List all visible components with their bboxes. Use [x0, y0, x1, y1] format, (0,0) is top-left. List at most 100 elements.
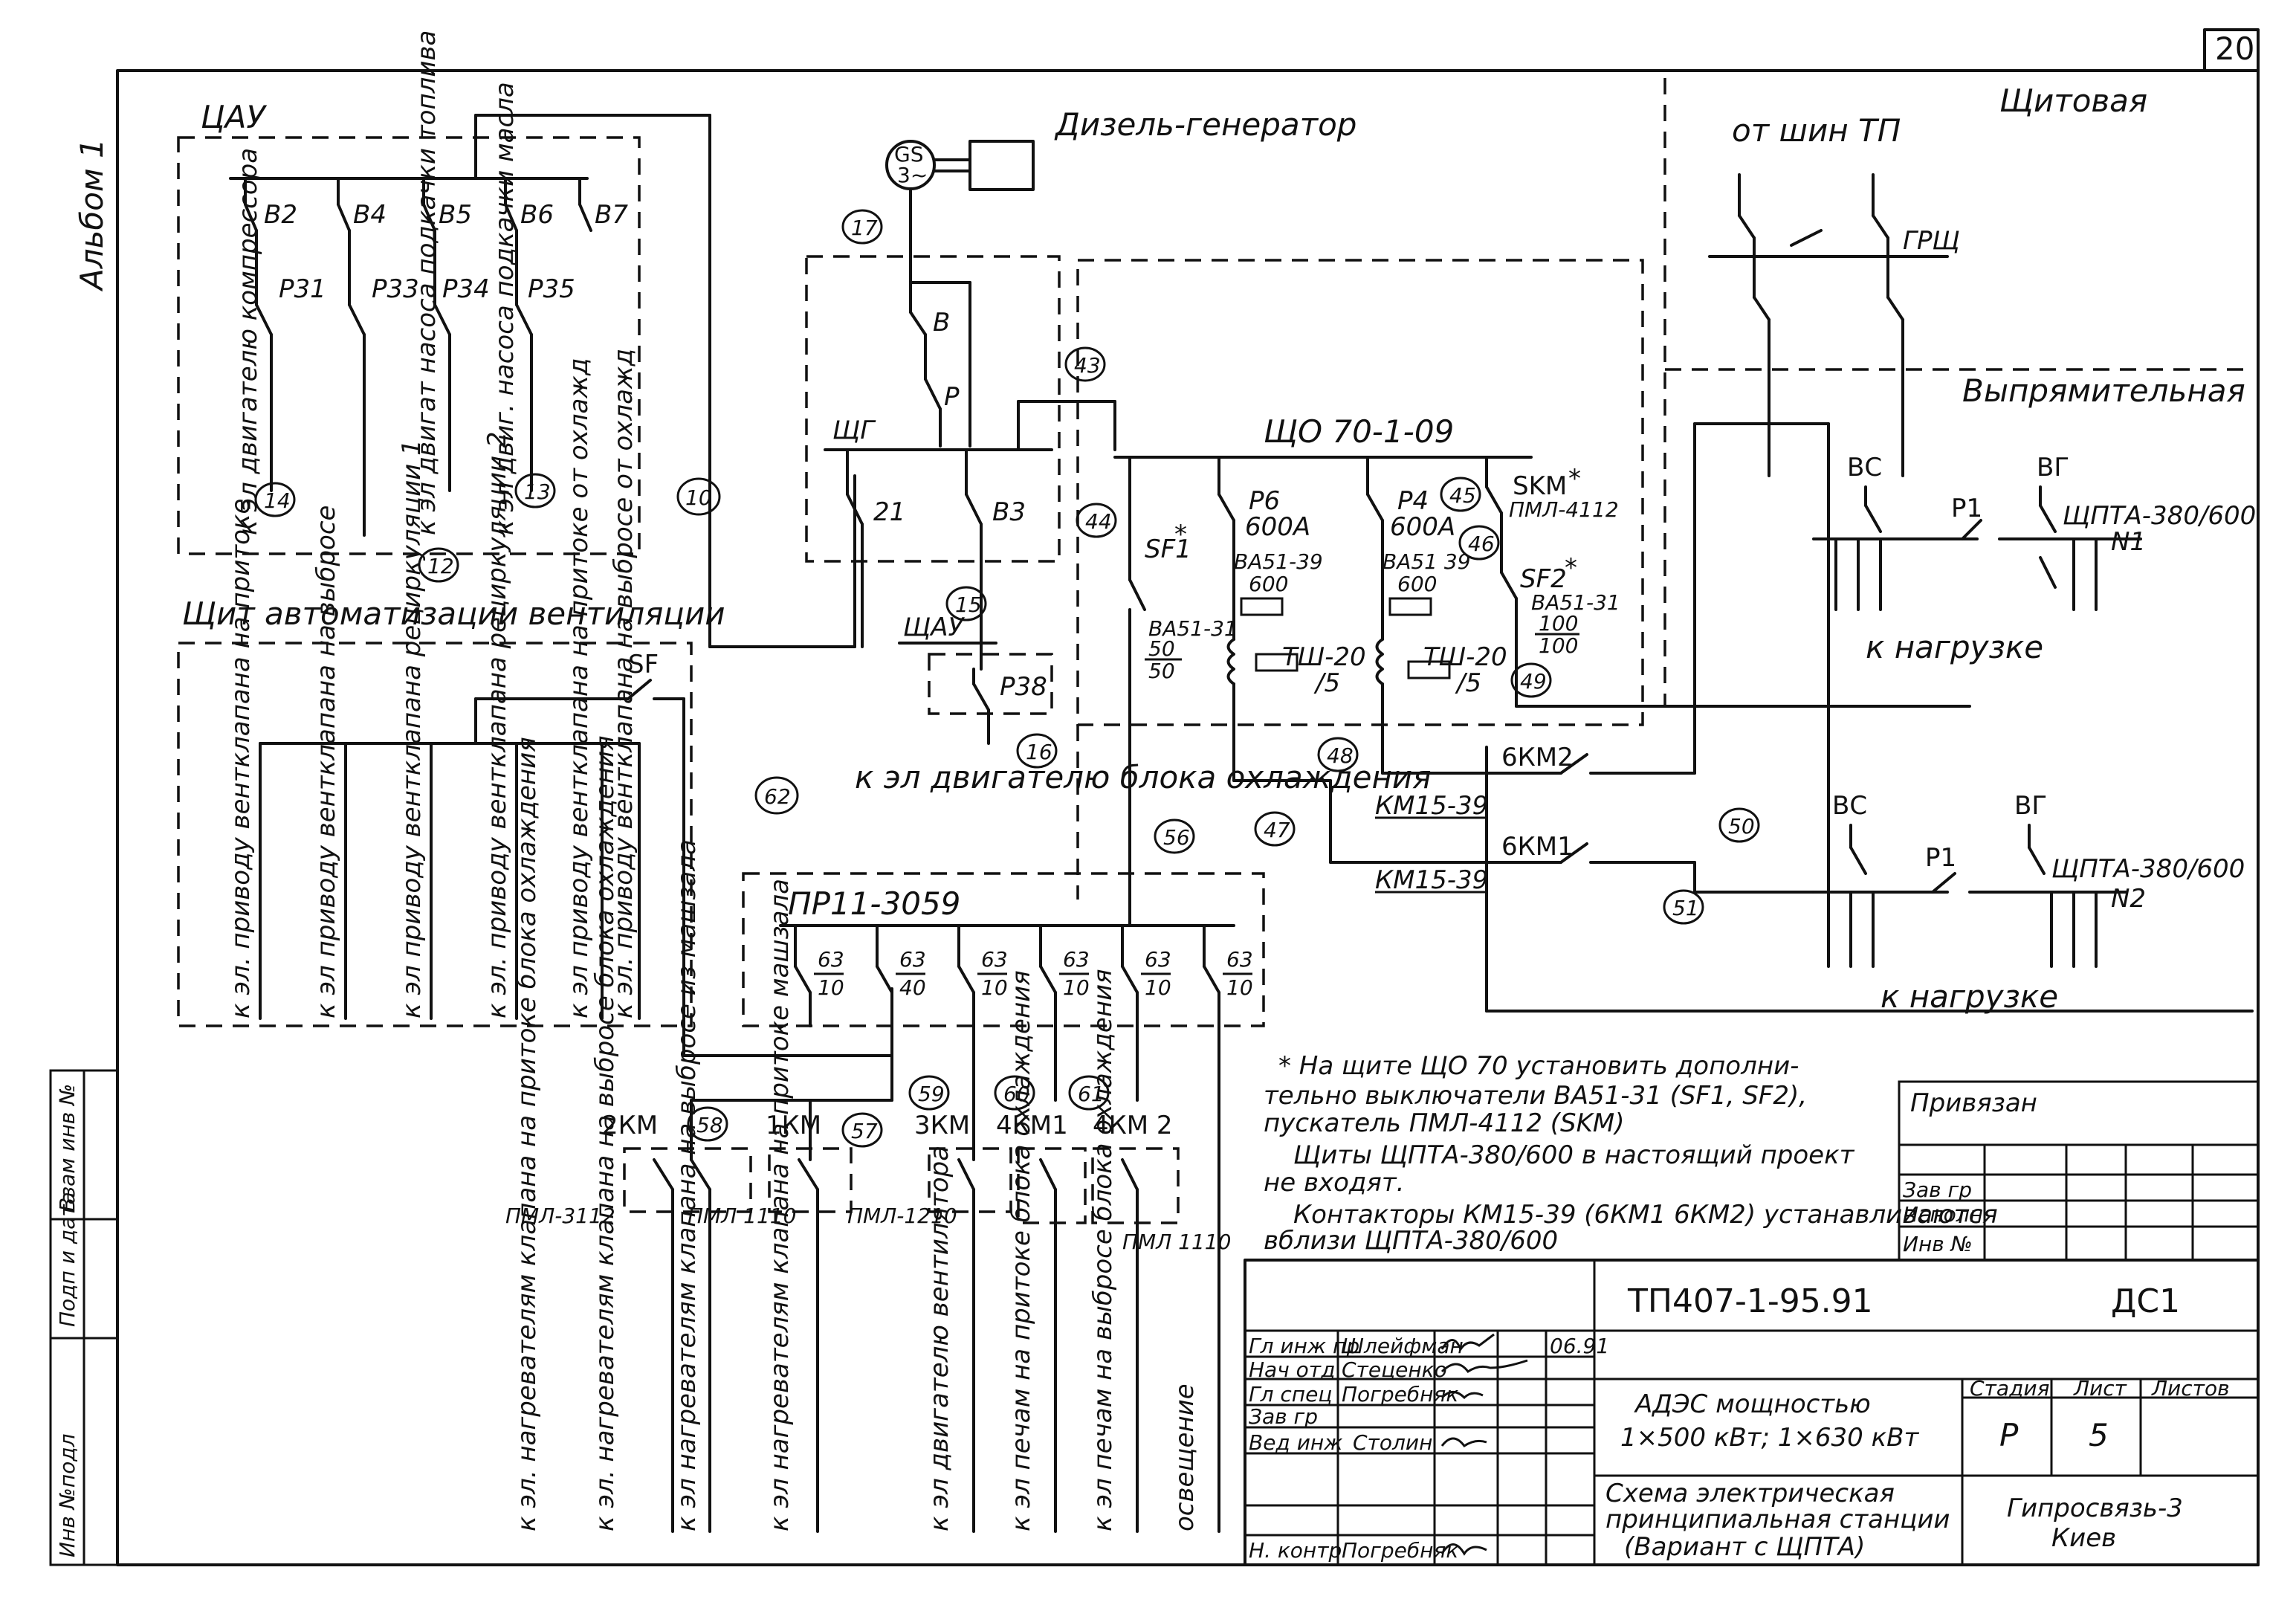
sf1-den: 50: [1148, 659, 1175, 683]
starter-4km1: 4КМ1: [996, 1111, 1087, 1533]
contactor-p31: Р31: [279, 274, 326, 304]
bubble-60: 60: [1003, 1082, 1030, 1106]
tsau-panel: В2 В4 В5 В6 В7 Р31 Р33 Р34 Р35 к эл двиг…: [177, 30, 856, 648]
generator-symbol: 3~: [897, 163, 928, 187]
notes: * На щите ЩО 70 установить дополни- тель…: [1264, 1051, 1998, 1256]
generator-block: GS 3~: [885, 140, 1035, 448]
bubble-59: 59: [918, 1082, 945, 1106]
note-line-2: тельно выключатели ВА51-31 (SF1, SF2),: [1264, 1081, 1807, 1111]
bubble-50: 50: [1728, 814, 1755, 839]
bubble-10: 10: [685, 485, 712, 510]
sf2-label: SF2: [1520, 564, 1567, 594]
sf1-star: *: [1174, 520, 1187, 549]
dist-b1-num: 63: [818, 947, 844, 972]
contactor-p34: Р34: [442, 274, 490, 304]
rect1-bs: ВС: [1847, 453, 1882, 482]
vent-load-2: к эл приводу вентклапана на выбросе: [311, 506, 341, 1018]
album-label: Альбом 1: [74, 138, 110, 292]
title-doc-code: ТП407-1-95.91: [1627, 1282, 1873, 1320]
p6-label: Р6: [1249, 486, 1280, 516]
gen-contactor-p: Р: [944, 382, 960, 412]
note-line-7: вблизи ЩПТА-380/600: [1264, 1226, 1558, 1256]
skm-label: SKM: [1513, 471, 1567, 501]
rect2-bs: ВС: [1832, 791, 1867, 821]
bottom-load-4: к эл нагревателям клапана на притоке маш…: [765, 879, 795, 1531]
tsau-mid: ЩАУ Р38 к эл двигателю блока охлаждения: [855, 613, 1431, 795]
p4-type: ВА51 39: [1383, 549, 1471, 574]
sheets-header: Листов: [2151, 1376, 2230, 1401]
bubble-17: 17: [851, 216, 878, 240]
sheet-value: 5: [2089, 1417, 2109, 1453]
grsch-label: ГРЩ: [1903, 226, 1960, 256]
org-line-2: Киев: [2051, 1523, 2116, 1553]
callout-bubbles: 14 12 13 10 17 43 44 45 46 49 15 16 48 4…: [254, 209, 1760, 1148]
bottom-load-5: к эл двигателю вентилятора: [925, 1146, 954, 1531]
rect2-unit: ЩПТА-380/600: [2051, 854, 2245, 884]
strip-inv: Инв №подл: [55, 1433, 80, 1557]
bubble-61: 61: [1078, 1082, 1105, 1106]
breaker-b5: В5: [439, 200, 472, 230]
gen-breaker-21: 21: [873, 497, 905, 527]
starter-3km: 3КМ ПМЛ-1210: [847, 1099, 1012, 1533]
ct2-label: ТШ-20: [1423, 642, 1507, 672]
bubble-51: 51: [1672, 896, 1699, 920]
bubble-15: 15: [955, 592, 982, 617]
drawing-line-3: (Вариант с ЩПТА): [1624, 1532, 1865, 1562]
distribution-panel: ПР11-3059 63 10 63 40 63 10: [742, 725, 1265, 1533]
gen-breaker-b3: В3: [992, 497, 1026, 527]
bubble-12: 12: [427, 554, 454, 578]
signer-name-7: Погребняк: [1342, 1538, 1458, 1563]
sf2-type: ВА51-31: [1531, 590, 1620, 615]
signature-3: [1440, 1391, 1484, 1400]
tsau-load-compressor: к эл двигателю компрессора: [233, 148, 263, 535]
dist-breaker-1: 63 10: [794, 924, 844, 1027]
note-line-1: * На щите ЩО 70 установить дополни-: [1278, 1051, 1799, 1081]
region-diesel: Дизель-генератор: [1054, 106, 1356, 143]
bubble-47: 47: [1264, 818, 1290, 842]
title-mark: ДС1: [2111, 1282, 2180, 1320]
signer-name-5: Столин: [1353, 1430, 1432, 1455]
bottom-load-7: к эл печам на выбросе блока охлаждения: [1088, 969, 1118, 1531]
contactor-6km1: 6КМ1: [1501, 832, 1574, 862]
dist-breaker-6: 63 10: [1203, 924, 1253, 1533]
rect1-unit-no: N1: [2111, 527, 2146, 557]
stage-header: Стадия: [1970, 1376, 2049, 1401]
dist-b6-num: 63: [1226, 947, 1253, 972]
sheet-frame: 20: [116, 28, 2260, 1566]
note-line-6: Контакторы КМ15-39 (6КМ1 6КМ2) устанавли…: [1293, 1200, 1998, 1230]
region-from-tp: от шин ТП: [1732, 112, 1901, 149]
skm-type: ПМЛ-4112: [1509, 497, 1619, 522]
starter-3km-type: ПМЛ-1210: [847, 1204, 957, 1228]
region-vent-panel: Щит автоматизации вентиляции: [182, 595, 725, 632]
sf2-den: 100: [1539, 633, 1578, 658]
p4-rating: 600А: [1390, 512, 1455, 542]
signer-name-3: Погребняк: [1342, 1382, 1458, 1407]
p4-label: Р4: [1397, 486, 1429, 516]
starter-3km-name: 3КМ: [914, 1111, 970, 1140]
signature-1: [1440, 1333, 1495, 1352]
bubble-48: 48: [1327, 743, 1354, 768]
object-line-1: АДЭС мощностью: [1634, 1389, 1871, 1419]
main-panel-box: [1076, 259, 1644, 726]
note-line-4: Щиты ЩПТА-380/600 в настоящий проект: [1293, 1140, 1855, 1170]
note-line-5: не входят.: [1264, 1168, 1405, 1198]
dist-b6-den: 10: [1226, 975, 1253, 1000]
sf1-label: SF1: [1145, 535, 1191, 564]
tsau-load-fuel-pump: к эл двигат насоса подкачки топлива: [412, 30, 442, 535]
rect2-bg: ВГ: [2014, 791, 2047, 821]
signature-2: [1440, 1359, 1528, 1374]
bubble-58: 58: [696, 1113, 723, 1137]
dist-b5-den: 10: [1145, 975, 1171, 1000]
vent-load-3: к эл приводу вентклапана рециркуляции 1: [397, 439, 427, 1018]
rect1-p1: Р1: [1951, 494, 1982, 523]
main-panel-label: ЩО 70-1-09: [1264, 413, 1454, 450]
bubble-44: 44: [1085, 509, 1112, 534]
bubble-45: 45: [1449, 483, 1476, 508]
sf1-type: ВА51-31: [1148, 616, 1238, 641]
breaker-b7: В7: [595, 200, 628, 230]
starter-4km1-name: 4КМ1: [996, 1111, 1068, 1140]
rectifier-1: ВС ВГ Р1 ЩПТА-380/600 N1 к нагрузке: [1812, 422, 2256, 894]
dist-breaker-4: 63 10: [1039, 924, 1090, 1102]
bottom-load-6: к эл печам на притоке блока охлаждения: [1006, 970, 1036, 1531]
